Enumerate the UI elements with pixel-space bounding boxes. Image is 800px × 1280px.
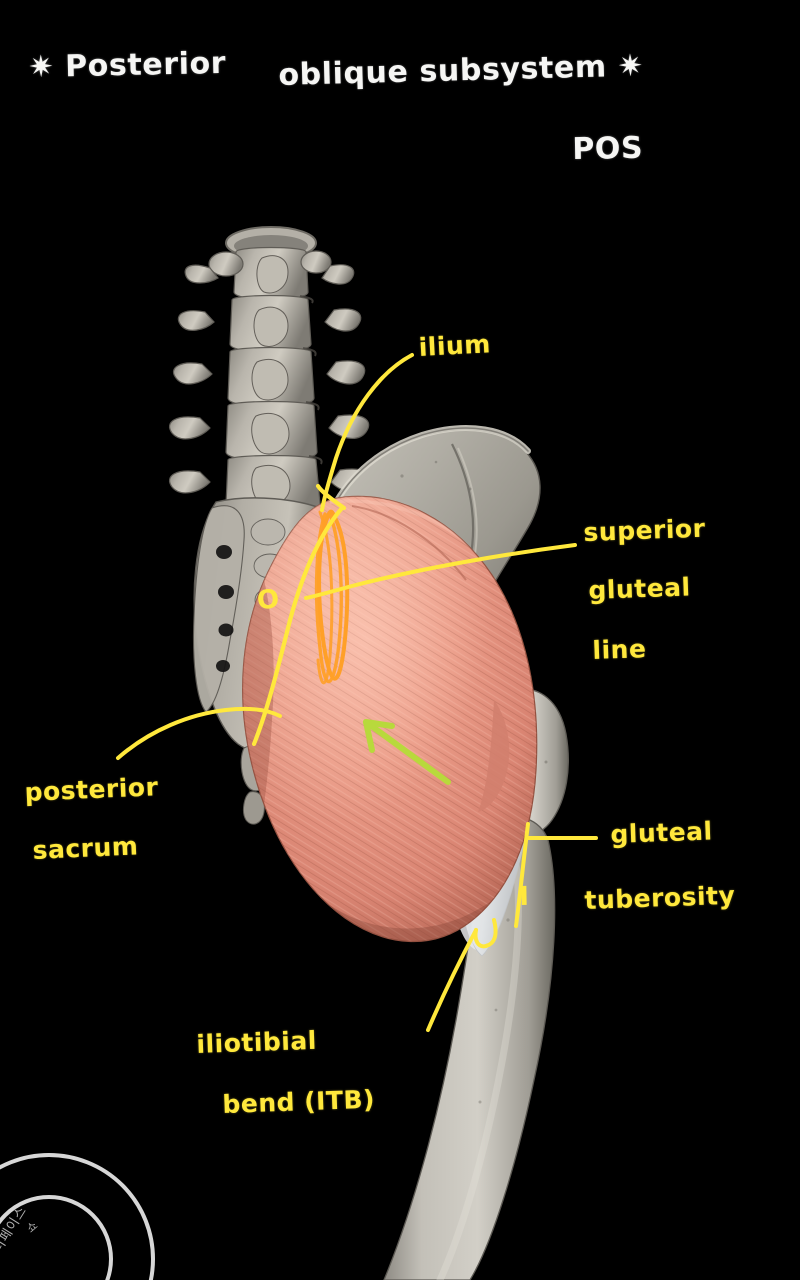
leader-line-ilium	[320, 353, 414, 512]
label-superior-gluteal-line-3: line	[592, 634, 647, 665]
label-iliotibial-bend-1: iliotibial	[196, 1025, 318, 1059]
title-left: ✷ Posterior	[28, 45, 227, 85]
leader-line-iliotibial-band	[426, 918, 498, 1032]
label-superior-gluteal-line-2: gluteal	[588, 572, 692, 605]
label-iliotibial-bend-2: bend (ITB)	[222, 1084, 376, 1119]
origin-marker: O	[256, 584, 281, 616]
title-right: oblique subsystem ✷	[278, 48, 644, 93]
title-abbreviation: POS	[572, 130, 644, 167]
label-posterior-sacrum-1: posterior	[24, 772, 159, 807]
ilium-structure	[325, 425, 541, 722]
leader-line-posterior-sacrum	[116, 706, 282, 760]
label-superior-gluteal-line-1: superior	[583, 513, 706, 547]
label-posterior-sacrum-2: sacrum	[32, 831, 139, 865]
fiber-direction-arrow	[363, 719, 451, 785]
greater-trochanter-structure	[487, 688, 569, 838]
watermark-logo: 인터페이스 쇼	[0, 1144, 164, 1280]
insertion-marker: I	[519, 881, 530, 912]
lumbar-spine-structure	[169, 226, 372, 514]
label-gluteal-tuberosity-1: gluteal	[610, 816, 714, 849]
gluteus-maximus-structure	[242, 495, 538, 942]
iliotibial-band-structure	[450, 724, 535, 957]
label-ilium: ilium	[418, 329, 492, 362]
label-gluteal-tuberosity-2: tuberosity	[584, 880, 736, 915]
sacrum-structure	[192, 497, 342, 825]
orange-highlight-oval	[314, 509, 350, 685]
leader-line-superior-gluteal	[304, 543, 577, 600]
muscle-trochanter-overlap	[478, 700, 510, 812]
